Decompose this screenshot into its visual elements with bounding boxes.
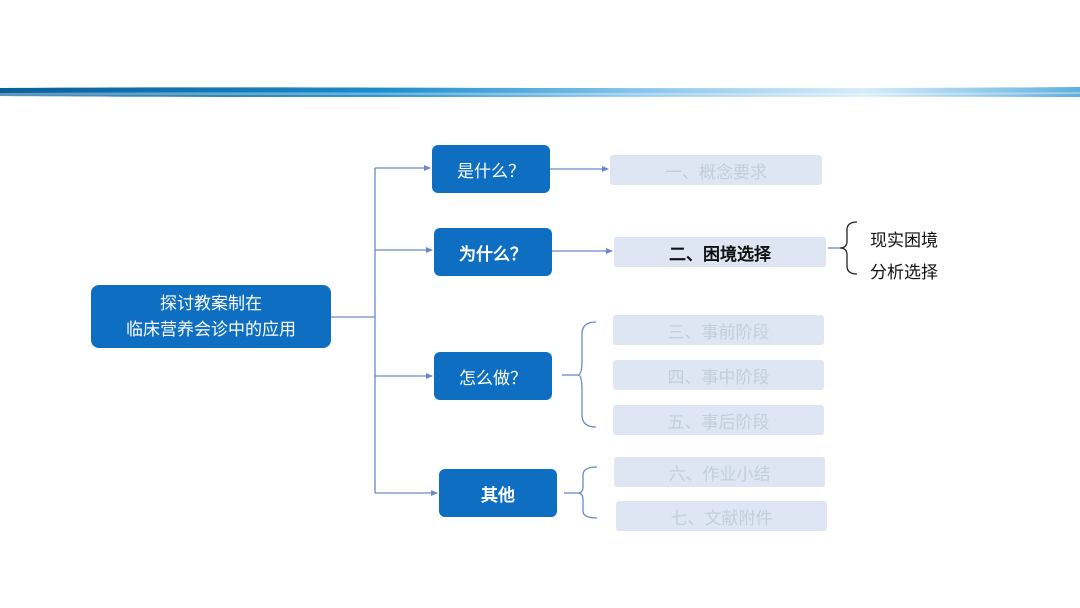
root-topic-node: 探讨教案制在 临床营养会诊中的应用 bbox=[91, 285, 331, 348]
sub-item-reality: 现实困境 bbox=[870, 231, 938, 251]
section-node-1: 一、概念要求 bbox=[610, 155, 822, 185]
section-node-2: 二、困境选择 bbox=[614, 237, 826, 267]
sub-bracket bbox=[839, 221, 858, 275]
section-node-5: 五、事后阶段 bbox=[613, 405, 824, 435]
bracket-3 bbox=[577, 321, 597, 428]
header-banner bbox=[0, 87, 1080, 97]
question-node-why: 为什么？ bbox=[434, 228, 552, 276]
root-topic-line2: 临床营养会诊中的应用 bbox=[126, 319, 296, 340]
section-node-6: 六、作业小结 bbox=[614, 457, 825, 487]
section-node-7: 七、文献附件 bbox=[616, 501, 827, 531]
root-topic-line1: 探讨教案制在 bbox=[160, 293, 262, 314]
bracket-4 bbox=[577, 466, 598, 519]
section-node-4: 四、事中阶段 bbox=[613, 360, 824, 390]
sub-item-analysis: 分析选择 bbox=[870, 263, 938, 283]
question-node-other: 其他 bbox=[439, 469, 557, 517]
question-node-how: 怎么做？ bbox=[434, 352, 552, 400]
question-node-what: 是什么？ bbox=[432, 145, 550, 193]
section-node-3: 三、事前阶段 bbox=[613, 315, 824, 345]
